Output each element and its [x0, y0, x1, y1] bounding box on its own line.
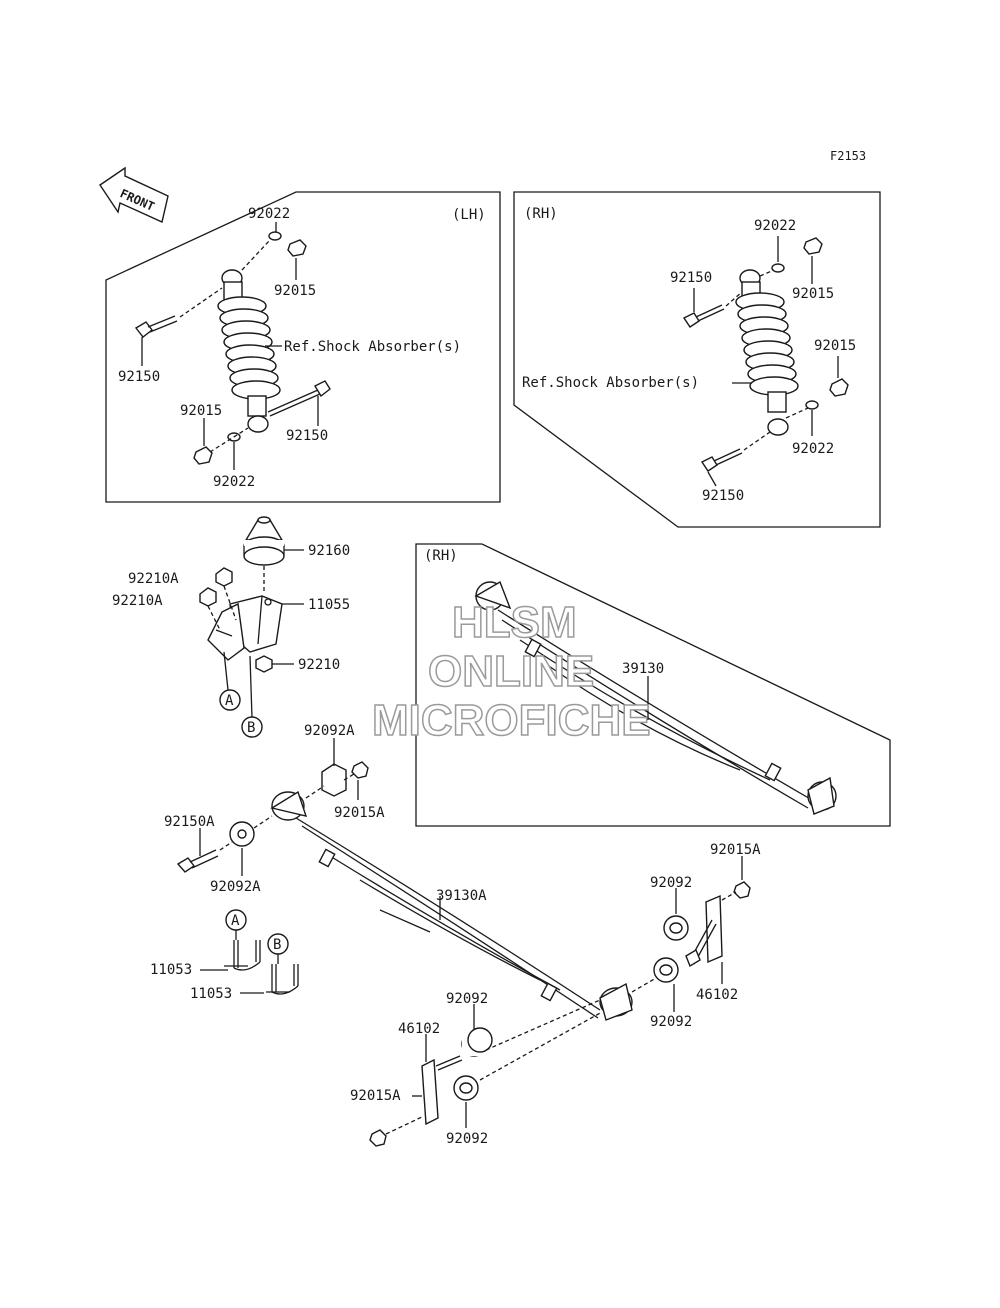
label-92150: 92150: [118, 369, 160, 385]
rh-nut-top: [803, 237, 823, 255]
lh-shock-box: (LH): [105, 191, 501, 503]
shackle-46102-right: [685, 894, 723, 968]
label-92092: 92092: [446, 991, 488, 1007]
watermark-line-1: HLSM: [452, 598, 577, 647]
nut-92015a-top: [351, 761, 369, 779]
rh-side-label: (RH): [524, 206, 558, 222]
label-92015a: 92015A: [334, 805, 385, 821]
bushing-92092a-top: [321, 763, 347, 797]
bushing-92092-left-top: [461, 1027, 493, 1057]
label-11053: 11053: [190, 986, 232, 1002]
label-92150: 92150: [702, 488, 744, 504]
nut-92210: [255, 655, 273, 673]
label-92022: 92022: [248, 206, 290, 222]
label-92022: 92022: [213, 474, 255, 490]
label-11053: 11053: [150, 962, 192, 978]
u-bolt-b: [266, 964, 299, 995]
label-92015a: 92015A: [710, 842, 761, 858]
label-92015: 92015: [814, 338, 856, 354]
bushing-92092-right-top: [663, 915, 689, 941]
lh-shock-absorber: [217, 269, 281, 433]
lh-nut-top: [287, 239, 307, 257]
rh-leaf-spring: [474, 580, 837, 815]
ref-marker-a: [219, 689, 241, 711]
lh-leaf-spring-group: [270, 790, 633, 1021]
watermark-line-3: MICROFICHE: [372, 696, 651, 745]
label-92150a: 92150A: [164, 814, 215, 830]
label-92015: 92015: [274, 283, 316, 299]
label-92092: 92092: [650, 875, 692, 891]
bump-stop: [243, 516, 285, 566]
bushing-92092-right-bottom: [653, 957, 679, 983]
label-92022: 92022: [754, 218, 796, 234]
rh-washer-mid: [805, 400, 819, 410]
label-92015: 92015: [180, 403, 222, 419]
label-92015: 92015: [792, 286, 834, 302]
rh-shock-box: (RH): [513, 191, 881, 528]
nut-92015a-left: [369, 1129, 387, 1147]
label-92210: 92210: [298, 657, 340, 673]
bushing-92092a-bottom: [229, 821, 255, 847]
label-11055: 11055: [308, 597, 350, 613]
rh-washer-top: [771, 263, 785, 273]
ref-marker-b: [241, 716, 263, 738]
label-92210a: 92210A: [112, 593, 163, 609]
label-ref-shock-absorber: Ref.Shock Absorber(s): [284, 339, 461, 355]
label-92150: 92150: [286, 428, 328, 444]
nut-92210a-mid: [199, 587, 217, 607]
bump-stop-bracket-group: A B 92160 92210A 92210A 11055 92210: [112, 516, 350, 738]
rh-bolt-top: [682, 304, 725, 328]
rh-shock-absorber: [735, 269, 799, 436]
nut-92210a-top: [215, 567, 233, 587]
lh-washer-top: [268, 231, 282, 241]
label-92092a: 92092A: [210, 879, 261, 895]
label-92015a: 92015A: [350, 1088, 401, 1104]
lh-side-label: (LH): [452, 207, 486, 223]
rh-bolt-bottom: [700, 448, 743, 472]
lh-bolt-bottom: [267, 380, 331, 417]
label-92150: 92150: [670, 270, 712, 286]
bracket: [207, 595, 283, 661]
nut-92015a-right: [733, 881, 751, 899]
label-92092: 92092: [650, 1014, 692, 1030]
label-92022: 92022: [792, 441, 834, 457]
bushing-92092-left-bottom: [453, 1075, 479, 1101]
rh-spring-side-label: (RH): [424, 548, 458, 564]
u-bolt-a: [224, 940, 261, 971]
label-ref-shock-absorber: Ref.Shock Absorber(s): [522, 375, 699, 391]
ref-marker-a2-label: A: [231, 913, 240, 929]
rh-spring-box: (RH) 39130: [415, 543, 891, 827]
ref-marker-a-label: A: [225, 693, 234, 709]
label-92160: 92160: [308, 543, 350, 559]
ref-marker-b2-label: B: [273, 937, 281, 953]
lh-nut-bottom: [193, 446, 213, 465]
lh-bolt-top: [134, 315, 178, 338]
label-46102: 46102: [398, 1021, 440, 1037]
label-46102: 46102: [696, 987, 738, 1003]
label-92092: 92092: [446, 1131, 488, 1147]
figure-code: F2153: [830, 149, 866, 163]
front-arrow-icon: FRONT: [99, 166, 169, 223]
label-92210a: 92210A: [128, 571, 179, 587]
bolt-92150a: [176, 849, 219, 873]
ref-marker-b-label: B: [247, 720, 255, 736]
watermark: HLSM ONLINE MICROFICHE: [371, 597, 651, 746]
label-92092a: 92092A: [304, 723, 355, 739]
label-39130a: 39130A: [436, 888, 487, 904]
watermark-line-2: ONLINE: [428, 647, 594, 696]
shackle-46102-left: [421, 1055, 463, 1126]
rh-nut-mid: [829, 378, 849, 397]
label-39130: 39130: [622, 661, 664, 677]
